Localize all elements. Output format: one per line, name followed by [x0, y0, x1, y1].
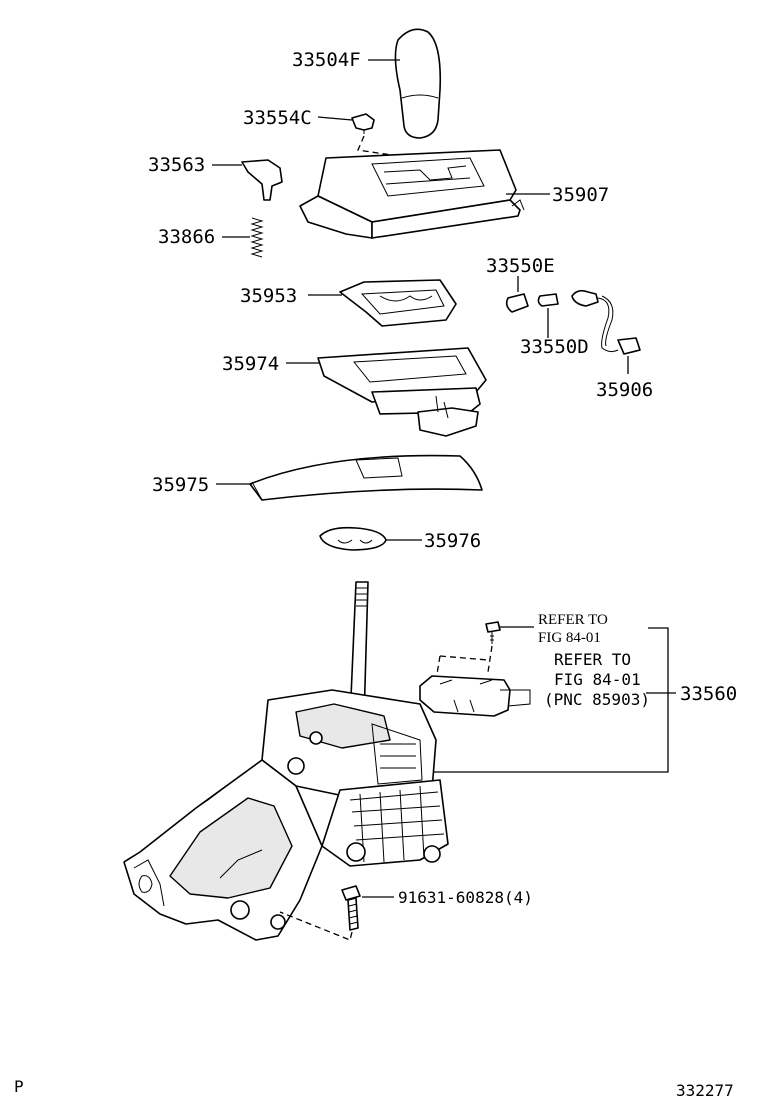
label-35974: 35974	[222, 353, 279, 375]
label-33550d: 33550D	[520, 336, 589, 358]
refer1-line1: REFER TO	[538, 612, 608, 628]
leader-33554c	[317, 116, 353, 121]
indicator-bracket-35974	[317, 347, 487, 437]
clip-33554c	[351, 113, 375, 134]
bracket-33560	[430, 627, 669, 773]
label-35975: 35975	[152, 474, 209, 496]
label-33550e: 33550E	[486, 255, 555, 277]
footer-left: P	[14, 1077, 24, 1096]
refer2-line1: REFER TO	[554, 650, 631, 669]
dashed-guide-screw	[439, 645, 493, 673]
label-33563: 33563	[148, 154, 205, 176]
refer2-line3: (PNC 85903)	[544, 690, 650, 709]
bolt-91631-60828	[341, 885, 361, 931]
label-33866: 33866	[158, 226, 215, 248]
indicator-housing-35907	[299, 149, 525, 239]
wire-harness-35906	[571, 289, 641, 355]
shift-knob-33504f	[394, 28, 442, 139]
screw-refer	[485, 621, 501, 644]
block-part-85903	[419, 675, 531, 717]
label-35906: 35906	[596, 379, 653, 401]
label-35953: 35953	[240, 285, 297, 307]
shift-lever-assembly	[123, 581, 449, 941]
refer2-line2: FIG 84-01	[554, 670, 641, 689]
slide-cover-35975	[249, 454, 483, 501]
bulb-socket-33550e	[505, 293, 529, 313]
lock-lever-33563	[241, 159, 283, 201]
label-35976: 35976	[424, 530, 481, 552]
indicator-plate-35953	[339, 279, 457, 327]
label-91631: 91631-60828(4)	[398, 888, 533, 907]
refer1-line2: FIG 84-01	[538, 630, 601, 646]
label-33560: 33560	[680, 683, 737, 705]
label-35907: 35907	[552, 184, 609, 206]
label-33504f: 33504F	[292, 49, 361, 71]
bulb-33550d	[537, 293, 559, 307]
footer-right: 332277	[676, 1081, 734, 1100]
plate-35976	[319, 526, 387, 551]
label-33554c: 33554C	[243, 107, 312, 129]
dashed-guide-bolt	[279, 911, 353, 941]
spring-33866	[250, 217, 264, 258]
